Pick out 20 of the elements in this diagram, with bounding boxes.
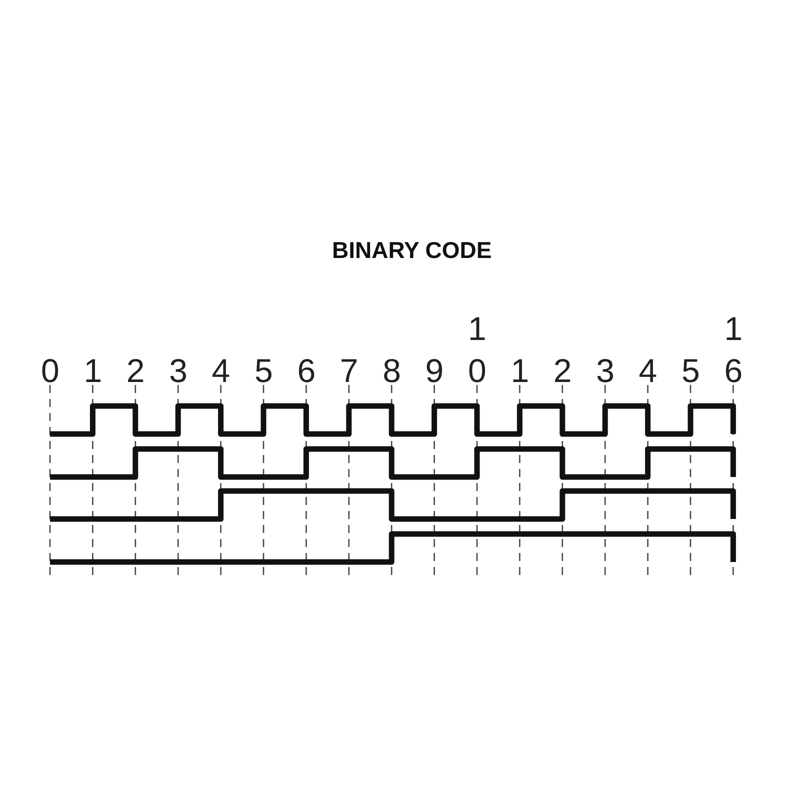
- tick-label: 1: [510, 354, 530, 387]
- tick-label: 7: [340, 354, 358, 387]
- tick-label: 5: [682, 354, 700, 387]
- tick-label: 6: [724, 354, 743, 387]
- tick-label: 1: [84, 354, 102, 387]
- tick-label: 2: [126, 354, 145, 387]
- tick-label: 8: [382, 354, 401, 387]
- tick-label: 3: [169, 354, 188, 387]
- tick-label: 5: [254, 354, 273, 387]
- tick-label: 9: [425, 354, 444, 387]
- tick-label: 2: [553, 354, 572, 387]
- tick-label: 1: [468, 312, 486, 345]
- tick-label: 3: [596, 354, 614, 387]
- tick-label: 4: [638, 354, 658, 387]
- tick-label: 6: [297, 354, 316, 387]
- title: BINARY CODE: [332, 239, 492, 262]
- tick-label: 0: [468, 354, 486, 387]
- tick-label: 4: [212, 354, 230, 387]
- tick-label: 0: [41, 354, 60, 387]
- tick-label: 1: [724, 312, 743, 345]
